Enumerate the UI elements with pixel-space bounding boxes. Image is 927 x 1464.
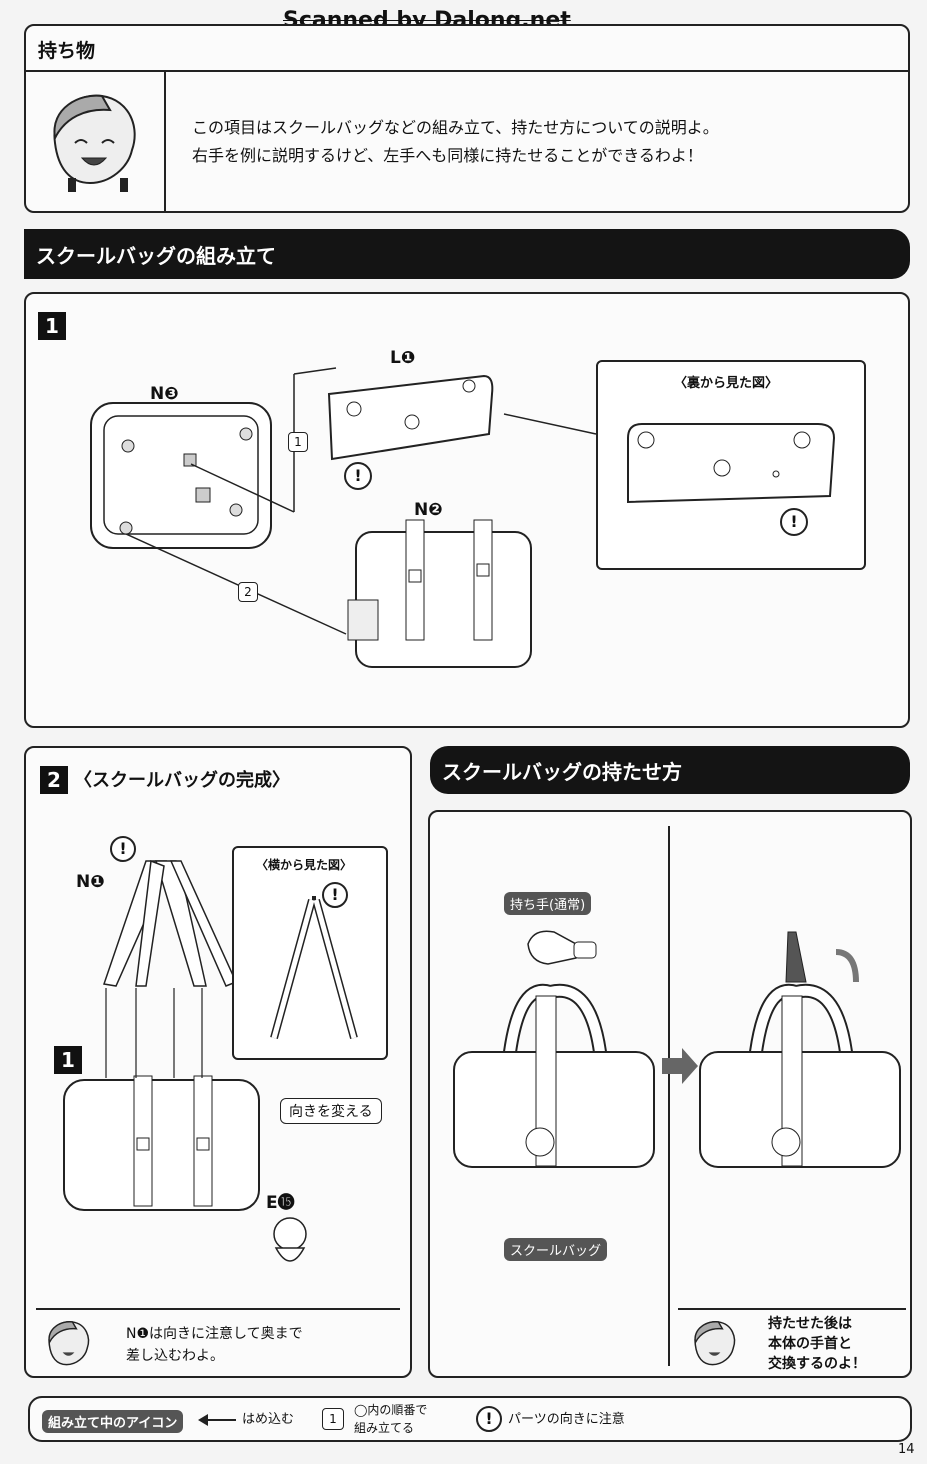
avatar-divider <box>164 72 166 211</box>
arrow-left-icon <box>198 1414 236 1426</box>
legend-caution-symbol: ! <box>476 1406 502 1432</box>
avatar <box>53 94 136 192</box>
sub-step-number: 1 <box>54 1046 82 1074</box>
avatar <box>48 1321 90 1366</box>
bag-flap-part <box>327 374 494 461</box>
back-view-label: 〈裏から見た図〉 <box>674 376 779 391</box>
bag-label: スクールバッグ <box>504 1238 608 1261</box>
assembly-section-title: スクールバッグの組み立て <box>24 229 910 279</box>
label-n3: N❸ <box>150 384 179 404</box>
bag-with-hand <box>453 983 655 1168</box>
legend-icon-label: 組み立て中のアイコン <box>42 1410 184 1433</box>
items-section-title: 持ち物 <box>38 40 96 62</box>
holding-note-line1: 持たせた後は <box>768 1316 852 1332</box>
hand-label: 持ち手(通常) <box>504 892 592 915</box>
arrow-right-icon <box>662 1048 698 1084</box>
holding-panel: 持ち手(通常) スクールバッグ 持たせた後は 本体の手首と 交換するのよ！ <box>428 810 912 1378</box>
page-number: 14 <box>898 1442 915 1457</box>
order-marker-2: 2 <box>238 582 258 602</box>
step2-note-line2: 差し込むわよ。 <box>126 1348 224 1364</box>
caution-icon: ! <box>322 882 348 908</box>
legend-caution: パーツの向きに注意 <box>508 1412 625 1427</box>
legend-order-symbol: 1 <box>322 1408 344 1430</box>
step1-panel: 1 N❸ L❶ N❷ 1 2 ! 〈裏から見た図〉 ! <box>24 292 910 728</box>
step2-panel: 2 〈スクールバッグの完成〉 N❶ ! 〈横から見た図〉 ! 1 向きを変える … <box>24 746 412 1378</box>
legend-insert: はめ込む <box>242 1412 295 1427</box>
step1-number: 1 <box>38 312 66 340</box>
strap-side-view <box>270 896 358 1040</box>
label-n2: N❷ <box>414 500 443 520</box>
caution-icon: ! <box>344 462 372 490</box>
step1-arrows <box>125 367 597 635</box>
caution-icon: ! <box>110 836 136 862</box>
change-direction-callout: 向きを変える <box>280 1098 382 1124</box>
label-e15: E⓯ <box>266 1193 295 1213</box>
label-n1: N❶ <box>76 872 105 892</box>
avatar <box>694 1321 736 1366</box>
holding-note-divider <box>678 1308 906 1310</box>
items-text-line2: 右手を例に説明するけど、左手へも同様に持たせることができるわよ！ <box>192 146 703 165</box>
flap-back-view <box>627 423 836 504</box>
bag-frame-part <box>90 402 272 549</box>
bag-body-part <box>347 519 532 668</box>
hand-part <box>527 930 597 965</box>
legend-order-line2: 組み立てる <box>354 1421 415 1435</box>
step2-number: 2 <box>40 766 68 794</box>
bag-assembly <box>63 988 260 1211</box>
holding-section-title: スクールバッグの持たせ方 <box>430 746 910 794</box>
step2-note-divider <box>36 1308 400 1310</box>
icon-legend: 組み立て中のアイコン はめ込む 1 ◯内の順番で 組み立てる ! パーツの向きに… <box>28 1396 912 1442</box>
step2-title: 〈スクールバッグの完成〉 <box>74 770 290 791</box>
items-section-header <box>26 26 908 72</box>
caution-icon: ! <box>780 508 808 536</box>
back-view-callout: 〈裏から見た図〉 ! <box>596 360 866 570</box>
legend-order-line1: ◯内の順番で <box>354 1403 428 1417</box>
order-marker-1: 1 <box>288 432 308 452</box>
strap-part <box>103 859 238 987</box>
items-text-line1: この項目はスクールバッグなどの組み立て、持たせ方についての説明よ。 <box>192 118 719 137</box>
side-view-label: 〈横から見た図〉 <box>256 858 353 872</box>
holding-divider <box>668 826 670 1366</box>
items-section: 持ち物 この項目はスクールバッグなどの組み立て、持たせ方についての説明よ。 右手… <box>24 24 910 213</box>
bag-with-wrist <box>699 931 901 1168</box>
label-l1: L❶ <box>390 348 416 368</box>
charm-part <box>273 1217 307 1262</box>
holding-note-line2: 本体の手首と <box>768 1336 852 1352</box>
holding-note-line3: 交換するのよ！ <box>768 1356 866 1372</box>
step2-note-line1: N❶は向きに注意して奥まで <box>126 1326 303 1342</box>
side-view-callout: 〈横から見た図〉 ! <box>232 846 388 1060</box>
